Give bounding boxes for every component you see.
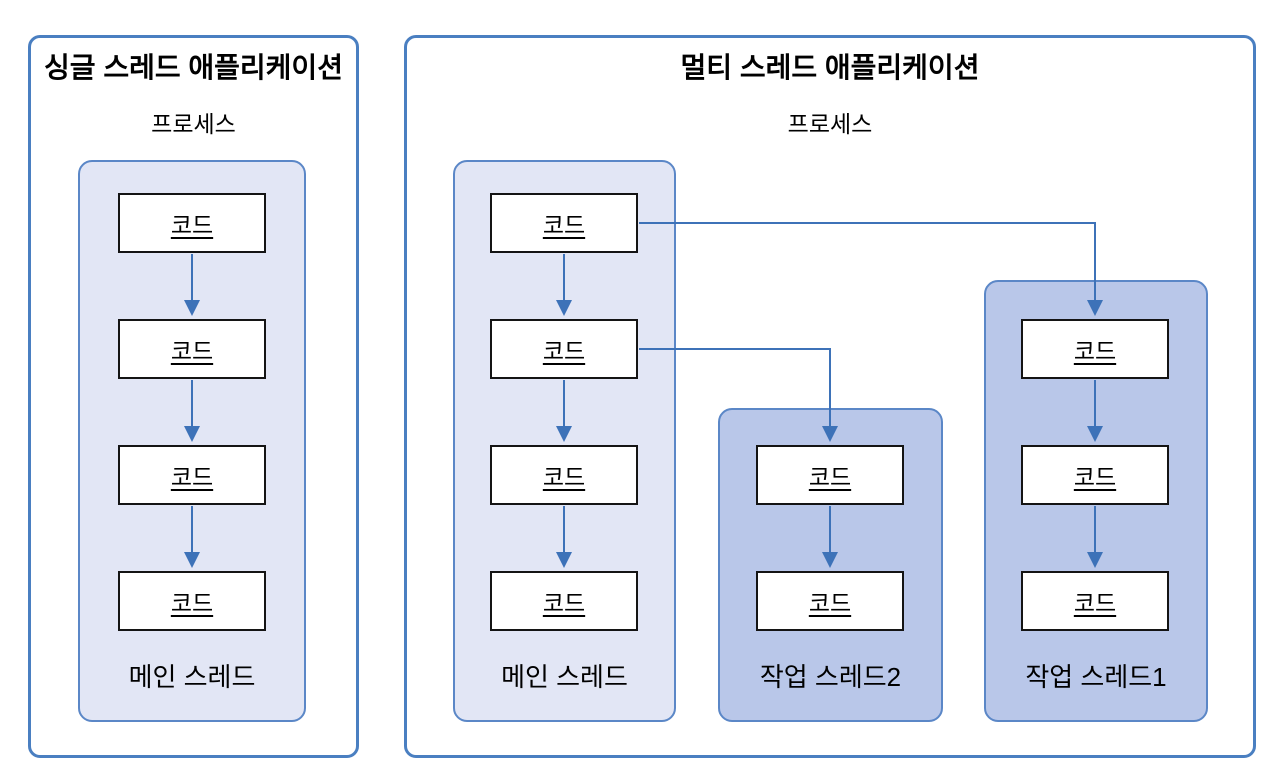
code-box: 코드 [1021, 571, 1169, 631]
main-thread-label-single: 메인 스레드 [128, 662, 256, 692]
multi-process-label: 프로세스 [787, 111, 873, 137]
code-box: 코드 [118, 445, 266, 505]
code-box-label: 코드 [808, 590, 852, 616]
code-box-label: 코드 [170, 464, 214, 490]
code-box-label: 코드 [542, 212, 586, 238]
single-thread-panel-title: 싱글 스레드 애플리케이션 [44, 52, 343, 83]
code-box: 코드 [1021, 319, 1169, 379]
code-box: 코드 [490, 193, 638, 253]
worker-thread2-label: 작업 스레드2 [759, 662, 902, 692]
code-box-label: 코드 [170, 338, 214, 364]
code-box-label: 코드 [1073, 464, 1117, 490]
code-box: 코드 [118, 193, 266, 253]
code-box-label: 코드 [808, 464, 852, 490]
code-box-label: 코드 [542, 464, 586, 490]
code-box-label: 코드 [1073, 338, 1117, 364]
code-box: 코드 [1021, 445, 1169, 505]
code-box-label: 코드 [170, 590, 214, 616]
code-box: 코드 [490, 571, 638, 631]
code-box: 코드 [118, 571, 266, 631]
code-box: 코드 [756, 445, 904, 505]
code-box: 코드 [490, 445, 638, 505]
code-box-label: 코드 [170, 212, 214, 238]
code-box: 코드 [756, 571, 904, 631]
code-box-label: 코드 [1073, 590, 1117, 616]
worker-thread1-label: 작업 스레드1 [1025, 662, 1167, 692]
multi-thread-panel-title: 멀티 스레드 애플리케이션 [680, 52, 980, 83]
single-process-label: 프로세스 [151, 111, 236, 137]
code-box-label: 코드 [542, 590, 586, 616]
code-box-label: 코드 [542, 338, 586, 364]
code-box: 코드 [118, 319, 266, 379]
code-box: 코드 [490, 319, 638, 379]
main-thread-label-multi: 메인 스레드 [501, 662, 628, 692]
